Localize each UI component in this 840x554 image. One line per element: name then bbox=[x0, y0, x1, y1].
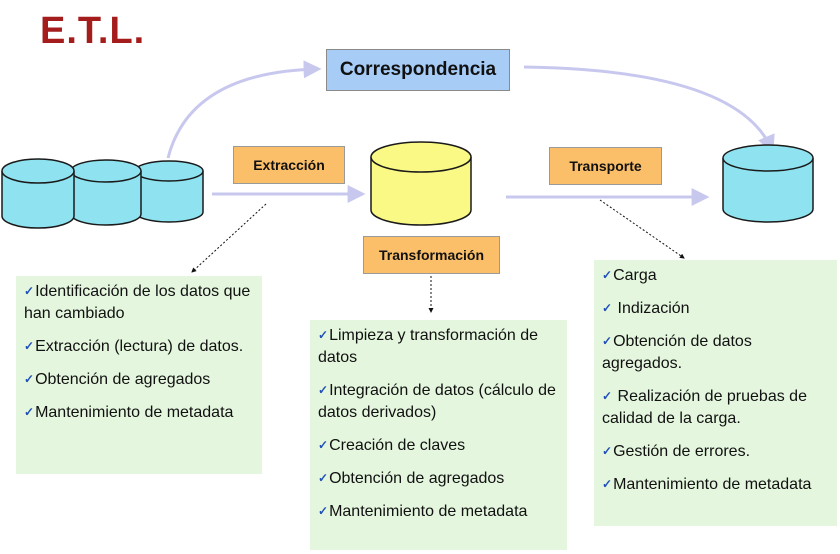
transformation-list: Limpieza y transformación de datos Integ… bbox=[318, 325, 561, 523]
list-item: Creación de claves bbox=[318, 435, 561, 457]
source-database-icon bbox=[1, 158, 204, 229]
list-item: Carga bbox=[602, 265, 831, 287]
pointer-arrow-extraction bbox=[191, 203, 267, 273]
list-item: Extracción (lectura) de datos. bbox=[24, 336, 256, 358]
list-item: Obtención de agregados bbox=[24, 369, 256, 391]
list-item: Gestión de errores. bbox=[602, 441, 831, 463]
correspondence-box: Correspondencia bbox=[326, 49, 510, 91]
list-item: Mantenimiento de metadata bbox=[318, 501, 561, 523]
list-item: Integración de datos (cálculo de datos d… bbox=[318, 380, 561, 424]
transport-list: Carga Indización Obtención de datos agre… bbox=[602, 265, 831, 496]
target-database-icon bbox=[722, 144, 814, 223]
page-title: E.T.L. bbox=[40, 10, 146, 52]
list-item: Mantenimiento de metadata bbox=[24, 402, 256, 424]
list-item: Identificación de los datos que han camb… bbox=[24, 281, 256, 325]
extraction-panel: Identificación de los datos que han camb… bbox=[16, 276, 262, 474]
correspondence-arc-left bbox=[166, 60, 322, 159]
extraction-label: Extracción bbox=[233, 146, 345, 184]
list-item: Indización bbox=[602, 298, 831, 320]
transformation-panel: Limpieza y transformación de datos Integ… bbox=[310, 320, 567, 550]
list-item: Obtención de datos agregados. bbox=[602, 331, 831, 375]
transport-label: Transporte bbox=[549, 147, 662, 185]
list-item: Obtención de agregados bbox=[318, 468, 561, 490]
correspondence-arc-right bbox=[523, 65, 775, 154]
list-item: Limpieza y transformación de datos bbox=[318, 325, 561, 369]
staging-database-icon bbox=[370, 141, 472, 226]
transport-panel: Carga Indización Obtención de datos agre… bbox=[594, 260, 837, 526]
list-item: Mantenimiento de metadata bbox=[602, 474, 831, 496]
transformation-label: Transformación bbox=[363, 236, 500, 274]
list-item: Realización de pruebas de calidad de la … bbox=[602, 386, 831, 430]
pointer-arrow-transport bbox=[599, 199, 685, 259]
extraction-list: Identificación de los datos que han camb… bbox=[24, 281, 256, 424]
